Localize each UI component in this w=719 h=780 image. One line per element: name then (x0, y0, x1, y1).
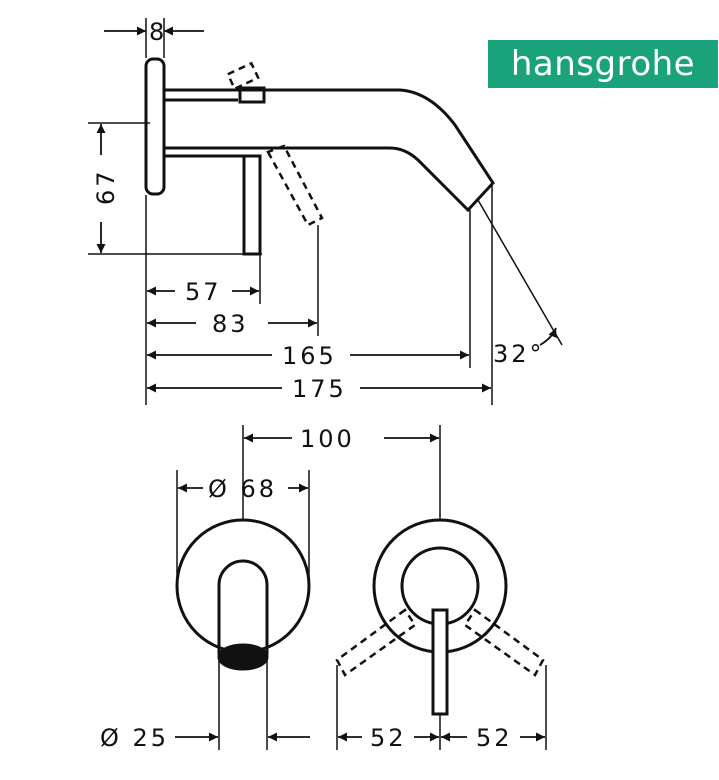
extension-lines (88, 18, 563, 405)
dim-52-right: 52 (476, 724, 513, 752)
dim-diameter-68: Ø 68 (208, 475, 277, 503)
dim-100: 100 (300, 425, 355, 453)
wall-plate (144, 57, 166, 196)
dim-165: 165 (282, 342, 337, 370)
dim-height-67: 67 (92, 168, 120, 205)
front-extension-lines (176, 425, 547, 750)
lever-stub (238, 86, 266, 104)
dim-175: 175 (292, 375, 347, 403)
spout-rosette (175, 518, 311, 654)
front-views (175, 518, 508, 716)
dimension-lines (96, 26, 557, 393)
spout (164, 88, 495, 213)
alt-lever-positions (226, 61, 324, 227)
dim-83: 83 (212, 310, 249, 338)
dim-diameter-25: Ø 25 (100, 724, 169, 752)
spout-outlet (217, 643, 269, 671)
dim-57: 57 (185, 278, 222, 306)
hansgrohe-logo: hansgrohe (488, 40, 718, 88)
front-dimension-lines (175, 433, 545, 742)
dim-52-left: 52 (370, 724, 407, 752)
lever-handle (242, 154, 262, 256)
spout-front (217, 559, 269, 655)
dim-angle: 32° (493, 340, 545, 368)
mixer-lever (431, 608, 449, 716)
dim-plate-thickness: 8 (149, 18, 167, 46)
alt-mixer-lever-positions (335, 608, 545, 677)
side-view (144, 57, 495, 256)
